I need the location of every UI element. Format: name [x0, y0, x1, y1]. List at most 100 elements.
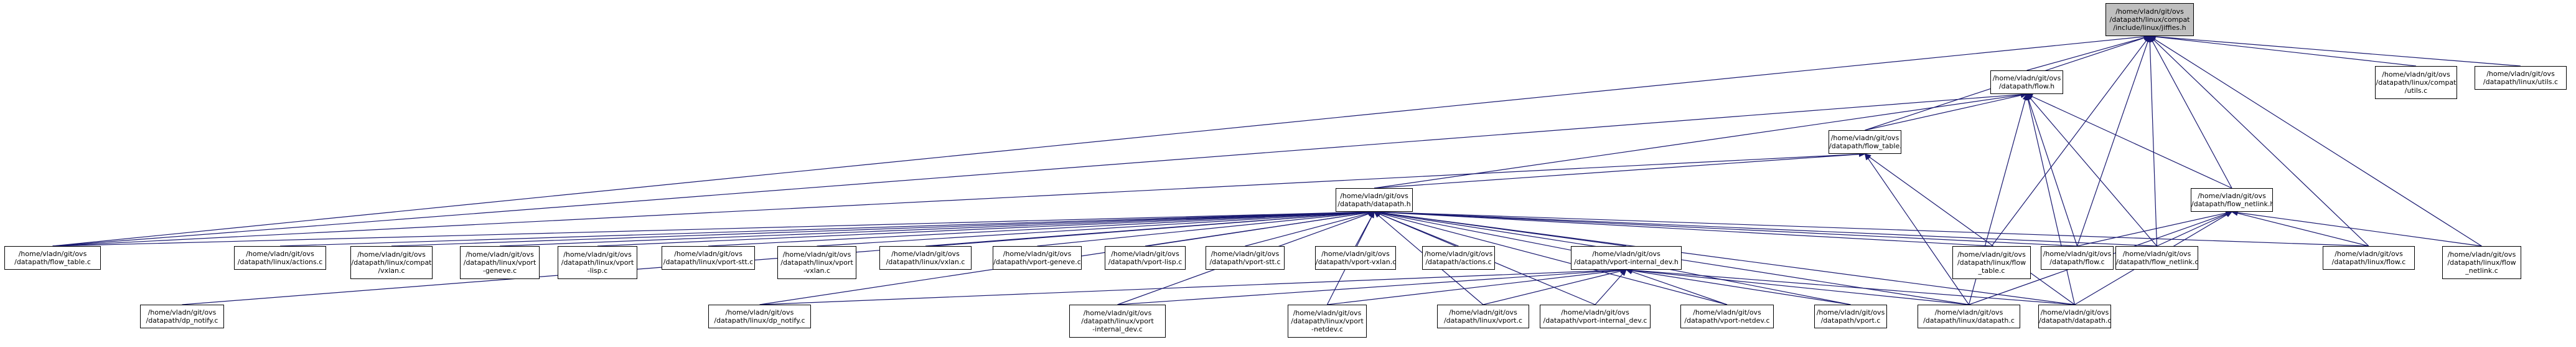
file-node-label-line: /home/vladn/git/ovs — [1561, 308, 1629, 316]
file-node-vport-lisp-c[interactable]: /home/vladn/git/ovs/datapath/vport-lisp.… — [1105, 246, 1186, 270]
file-node-flow-c[interactable]: /home/vladn/git/ovs/datapath/flow.c — [2041, 246, 2114, 270]
file-node-label-line: /home/vladn/git/ovs — [1957, 250, 2026, 259]
file-node-label-line: /home/vladn/git/ovs — [1934, 308, 2003, 316]
arrowhead-icon — [1369, 211, 1375, 219]
edge-flow-netlink-h-to-linux-compat-jiffies-h — [2152, 40, 2232, 189]
file-node-label-line: /home/vladn/git/ovs — [674, 250, 742, 258]
edge-flow-table-h-to-flow-h — [1865, 95, 2021, 131]
edge-flow-c-to-flow-netlink-h — [2077, 212, 2227, 247]
file-node-label-line: /datapath/linux/vport-stt.c — [663, 258, 754, 266]
arrowhead-icon — [2025, 93, 2031, 101]
file-node-flow-table-h[interactable]: /home/vladn/git/ovs/datapath/flow_table.… — [1829, 130, 1901, 154]
file-node-linux-utils-c[interactable]: /home/vladn/git/ovs/datapath/linux/utils… — [2475, 66, 2567, 90]
edge-linux-vport-lisp-c-to-datapath-h — [597, 211, 1369, 247]
edge-flow-netlink-c-to-flow-netlink-h — [2157, 214, 2227, 247]
file-node-vport-stt-c[interactable]: /home/vladn/git/ovs/datapath/vport-stt.c — [1206, 246, 1285, 270]
file-node-linux-flow-netlink-c[interactable]: /home/vladn/git/ovs/datapath/linux/flow_… — [2442, 246, 2521, 279]
file-node-vport-internal-dev-h[interactable]: /home/vladn/git/ovs/datapath/vport-inter… — [1571, 246, 1682, 270]
file-node-label-line: /datapath/linux/vport — [561, 259, 634, 267]
arrowhead-icon — [2148, 36, 2157, 42]
file-node-label-line: /home/vladn/git/ovs — [1424, 250, 1493, 258]
file-node-label-line: /home/vladn/git/ovs — [782, 250, 851, 259]
edge-flow-c-to-linux-compat-jiffies-h — [2076, 41, 2148, 247]
file-node-label-line: -netdev.c — [1311, 325, 1343, 333]
edge-linux-vport-stt-c-to-datapath-h — [708, 211, 1369, 247]
file-node-linux-vport-lisp-c[interactable]: /home/vladn/git/ovs/datapath/linux/vport… — [558, 246, 637, 279]
edge-flow-c-to-flow-h — [2028, 99, 2078, 247]
file-node-linux-vport-netdev-c[interactable]: /home/vladn/git/ovs/datapath/linux/vport… — [1288, 305, 1367, 338]
edge-vport-geneve-c-to-datapath-h — [1037, 212, 1369, 247]
edge-flow-netlink-c-to-linux-compat-jiffies-h — [2149, 41, 2158, 247]
file-node-label-line: /home/vladn/git/ovs — [357, 250, 426, 259]
file-node-vport-geneve-c[interactable]: /home/vladn/git/ovs/datapath/vport-genev… — [993, 246, 1082, 270]
file-node-label-line: /datapath/flow.c — [2049, 258, 2105, 266]
file-node-label-line: /datapath/vport.c — [1820, 316, 1881, 325]
file-node-linux-actions-c[interactable]: /home/vladn/git/ovs/datapath/linux/actio… — [234, 246, 326, 270]
file-node-label-line: _table.c — [1978, 267, 2005, 275]
file-node-dp-notify-c[interactable]: /home/vladn/git/ovs/datapath/dp_notify.c — [140, 305, 224, 328]
file-node-label-line: /home/vladn/git/ovs — [2382, 70, 2450, 78]
file-node-label-line: /datapath/flow_table.c — [14, 258, 91, 266]
arrowhead-icon — [1620, 269, 1627, 276]
file-node-linux-vport-vxlan-c[interactable]: /home/vladn/git/ovs/datapath/linux/vport… — [777, 246, 856, 279]
file-node-linux-dp-notify-c[interactable]: /home/vladn/git/ovs/datapath/linux/dp_no… — [708, 305, 811, 328]
edge-compat-vxlan-c-to-datapath-h — [391, 211, 1369, 247]
file-node-linux-flow-c[interactable]: /home/vladn/git/ovs/datapath/linux/flow.… — [2323, 246, 2415, 270]
file-node-label-line: /datapath/vport-lisp.c — [1108, 258, 1183, 266]
edge-vport-c-to-vport-internal-dev-h — [1631, 270, 1851, 305]
edge-vport-netdev-c-to-vport-internal-dev-h — [1631, 271, 1728, 305]
file-node-label-line: /datapath/linux/compat — [2376, 78, 2457, 87]
file-node-label-line: /datapath/linux/compat — [2109, 16, 2190, 24]
file-node-flow-netlink-c[interactable]: /home/vladn/git/ovs/datapath/flow_netlin… — [2115, 246, 2198, 270]
file-node-label-line: /datapath/linux/vxlan.c — [886, 258, 965, 266]
file-node-compat-utils-c[interactable]: /home/vladn/git/ovs/datapath/linux/compa… — [2375, 66, 2457, 99]
file-node-label-line: /home/vladn/git/ovs — [246, 250, 314, 258]
file-node-label-line: /home/vladn/git/ovs — [1083, 309, 1152, 317]
file-node-compat-vxlan-c[interactable]: /home/vladn/git/ovs/datapath/linux/compa… — [350, 246, 433, 279]
file-node-label-line: -internal_dev.c — [1092, 325, 1143, 333]
file-node-linux-compat-jiffies-h: /home/vladn/git/ovs/datapath/linux/compa… — [2105, 3, 2194, 36]
edge-linux-vport-internal-dev-c-to-vport-internal-dev-h — [1117, 270, 1621, 305]
file-node-flow-h[interactable]: /home/vladn/git/ovs/datapath/flow.h — [1990, 70, 2063, 94]
file-node-label-line: -geneve.c — [482, 267, 517, 275]
file-node-linux-flow-table-c[interactable]: /home/vladn/git/ovs/datapath/linux/flow_… — [1952, 246, 2031, 279]
file-node-linux-vport-internal-dev-c[interactable]: /home/vladn/git/ovs/datapath/linux/vport… — [1069, 305, 1166, 338]
file-node-label-line: /home/vladn/git/ovs — [725, 308, 794, 316]
file-node-vport-c[interactable]: /home/vladn/git/ovs/datapath/vport.c — [1814, 305, 1887, 328]
file-node-label-line: /datapath/flow_netlink.h — [2191, 200, 2273, 208]
edge-flow-c-to-datapath-h — [1379, 211, 2077, 247]
edge-datapath-h-to-flow-h — [1374, 94, 2021, 189]
file-node-vport-netdev-c[interactable]: /home/vladn/git/ovs/datapath/vport-netde… — [1680, 305, 1774, 328]
file-node-linux-vport-c[interactable]: /home/vladn/git/ovs/datapath/linux/vport… — [1437, 305, 1529, 328]
file-node-vport-internal-dev-c[interactable]: /home/vladn/git/ovs/datapath/vport-inter… — [1540, 305, 1651, 328]
file-node-label-line: /datapath/linux/flow — [1957, 259, 2026, 267]
file-node-flow-table-c[interactable]: /home/vladn/git/ovs/datapath/flow_table.… — [4, 246, 101, 270]
edge-flow-netlink-c-to-flow-h — [2030, 98, 2157, 247]
file-node-linux-vport-geneve-c[interactable]: /home/vladn/git/ovs/datapath/linux/vport… — [460, 246, 540, 279]
file-node-label-line: /home/vladn/git/ovs — [1992, 74, 2061, 82]
file-node-linux-vport-stt-c[interactable]: /home/vladn/git/ovs/datapath/linux/vport… — [662, 246, 755, 270]
file-node-linux-datapath-c[interactable]: /home/vladn/git/ovs/datapath/linux/datap… — [1918, 305, 2020, 328]
file-node-flow-netlink-h[interactable]: /home/vladn/git/ovs/datapath/flow_netlin… — [2191, 188, 2273, 212]
edge-vport-stt-c-to-datapath-h — [1245, 212, 1369, 247]
edge-dp-notify-c-to-datapath-h — [182, 212, 1369, 305]
edge-flow-netlink-c-to-datapath-h — [1379, 211, 2157, 247]
file-node-label-line: /datapath/vport-geneve.c — [993, 258, 1081, 266]
file-node-datapath-h[interactable]: /home/vladn/git/ovs/datapath/datapath.h — [1336, 188, 1413, 212]
edge-linux-flow-netlink-c-to-linux-compat-jiffies-h — [2154, 39, 2482, 247]
edge-datapath-h-to-flow-table-h — [1374, 154, 1860, 189]
file-node-vport-vxlan-c[interactable]: /home/vladn/git/ovs/datapath/vport-vxlan… — [1315, 246, 1396, 270]
file-node-actions-c[interactable]: /home/vladn/git/ovs/datapath/actions.c — [1422, 246, 1495, 270]
edge-linux-flow-c-to-flow-netlink-h — [2237, 212, 2369, 247]
file-node-label-line: /datapath/vport-internal_dev.c — [1543, 316, 1647, 325]
file-node-label-line: /home/vladn/git/ovs — [2486, 70, 2555, 78]
file-node-label-line: /datapath/vport-netdev.c — [1684, 316, 1770, 325]
file-node-label-line: /home/vladn/git/ovs — [1449, 308, 1517, 316]
edge-linux-flow-c-to-linux-compat-jiffies-h — [2153, 39, 2369, 247]
file-node-label-line: /home/vladn/git/ovs — [1003, 250, 1072, 258]
file-node-label-line: /home/vladn/git/ovs — [148, 308, 217, 316]
file-node-datapath-c[interactable]: /home/vladn/git/ovs/datapath/datapath.c — [2038, 305, 2111, 328]
file-node-linux-vxlan-c[interactable]: /home/vladn/git/ovs/datapath/linux/vxlan… — [879, 246, 972, 270]
file-node-label-line: /home/vladn/git/ovs — [1340, 192, 1408, 200]
